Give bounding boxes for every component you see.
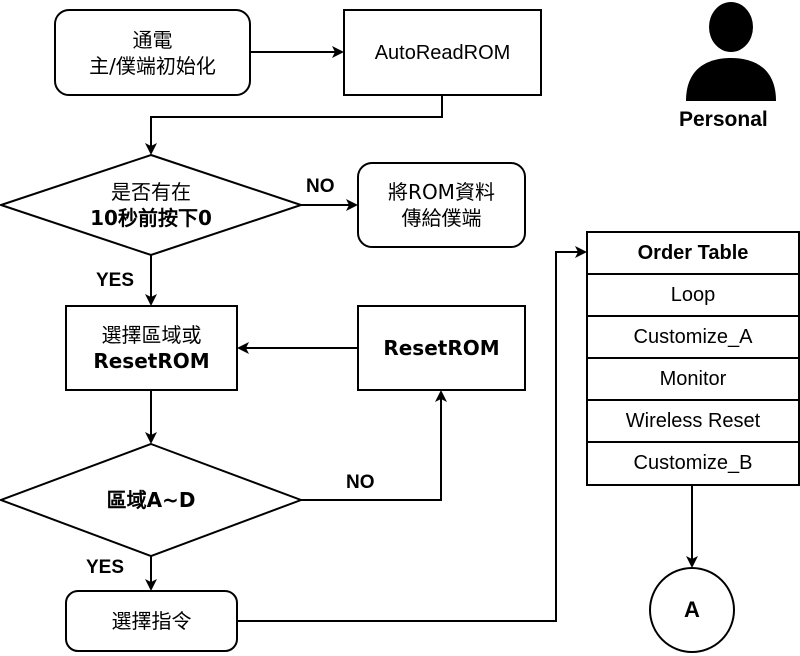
edge-cmd-to-table (237, 246, 587, 622)
decision-zone-label: 區域A~D (51, 485, 251, 515)
edge-no-reset (301, 390, 447, 501)
auto-read-label: AutoReadROM (344, 10, 541, 95)
connector-a-text: A (684, 597, 700, 622)
reset-rom-label: ResetROM (358, 306, 525, 390)
connector-a-label: A (650, 568, 734, 652)
persona-label: Personal (679, 108, 768, 131)
edge-label-no-1: NO (306, 176, 335, 197)
auto-read-box (343, 9, 542, 96)
edge-label-no-2: NO (346, 472, 375, 493)
order-table-title: Order Table (637, 241, 749, 264)
decision-press-line-2: 10秒前按下0 (90, 206, 212, 230)
send-rom-line-1: 將ROM資料 (388, 180, 495, 204)
power-on-label: 通電 主/僕端初始化 (55, 10, 250, 95)
reset-rom-text: ResetROM (383, 336, 500, 360)
select-cmd-label: 選擇指令 (66, 591, 237, 651)
power-on-line-1: 通電 (132, 27, 173, 52)
edge-label-yes-2: YES (86, 557, 125, 578)
select-zone-line-2: ResetROM (93, 349, 210, 373)
select-zone-line-1: 選擇區域或 (101, 323, 202, 347)
order-row-customize-b: Customize_B (633, 451, 753, 474)
order-row-monitor: Monitor (659, 367, 727, 390)
select-cmd-text: 選擇指令 (111, 609, 192, 633)
person-icon (686, 2, 776, 101)
order-row-wireless-reset: Wireless Reset (625, 409, 761, 432)
auto-read-text: AutoReadROM (374, 41, 511, 64)
decision-zone-text: 區域A~D (106, 488, 196, 512)
decision-press-line-1: 是否有在 (111, 180, 191, 204)
order-row-customize-a: Customize_A (633, 325, 753, 348)
edge-read-to-decision (145, 95, 443, 155)
edge-label-yes-1: YES (96, 270, 135, 291)
power-on-line-2: 主/僕端初始化 (89, 53, 216, 78)
send-rom-line-2: 傳給僕端 (401, 206, 482, 230)
send-rom-box (357, 162, 526, 248)
select-zone-label: 選擇區域或 ResetROM (66, 306, 237, 390)
send-rom-label: 將ROM資料 傳給僕端 (358, 163, 525, 247)
order-row-loop: Loop (670, 283, 716, 306)
decision-press-label: 是否有在 10秒前按下0 (51, 172, 251, 238)
connector-a-circle (649, 567, 735, 653)
